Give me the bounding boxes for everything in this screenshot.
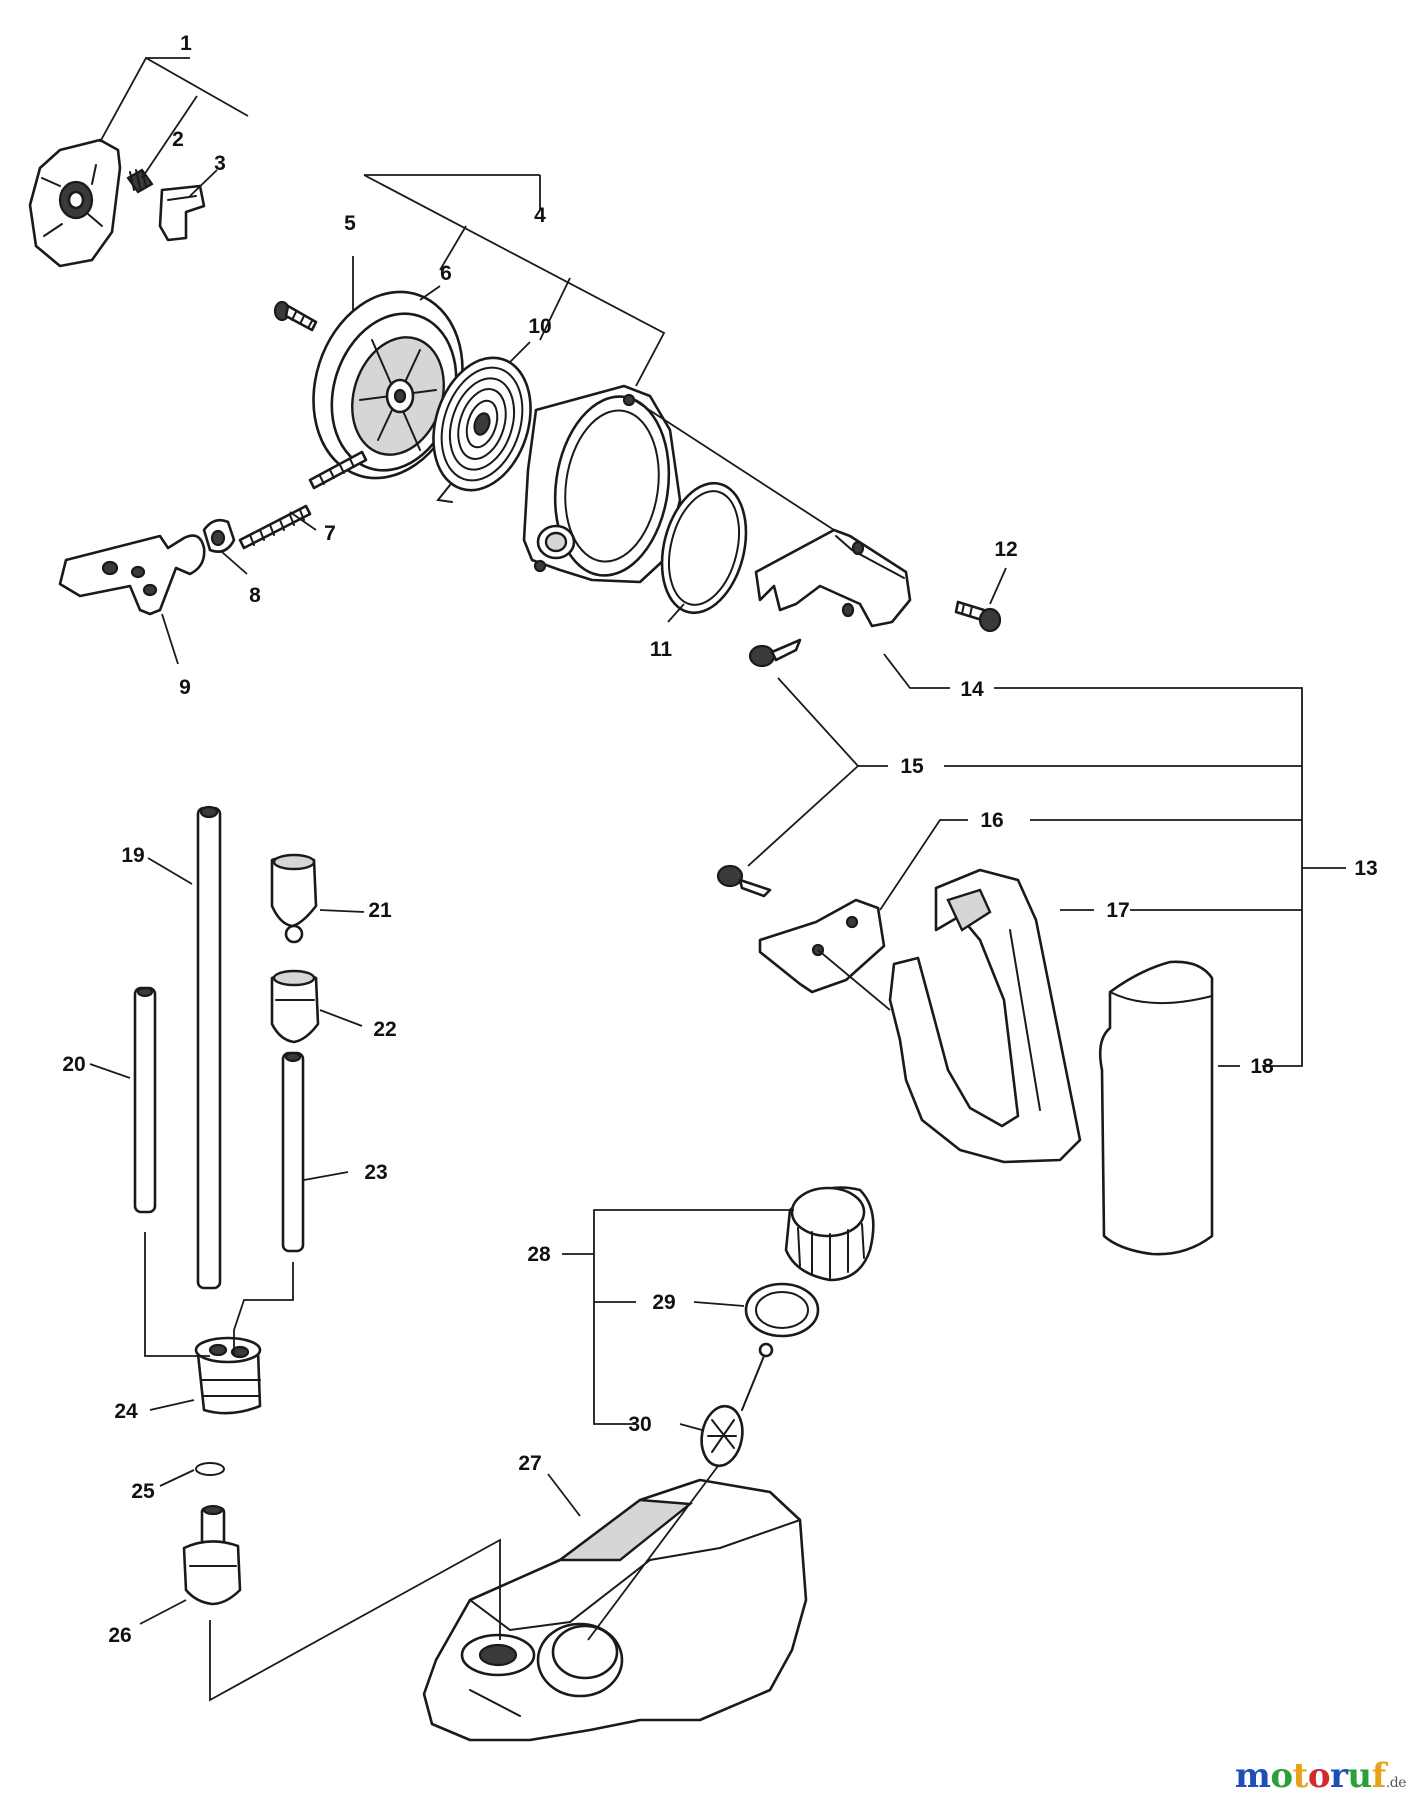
callout-2: 2 xyxy=(172,128,184,151)
callout-8: 8 xyxy=(249,584,261,607)
starter-rope xyxy=(238,450,368,550)
recoil-spring xyxy=(432,356,532,503)
starter-handle xyxy=(58,534,206,616)
front-handle xyxy=(888,868,1082,1164)
callout-17: 17 xyxy=(1106,899,1129,922)
tapping-screw xyxy=(716,864,772,898)
callout-29: 29 xyxy=(652,1291,675,1314)
callout-19: 19 xyxy=(121,844,144,867)
starter-case xyxy=(522,384,682,584)
callout-5: 5 xyxy=(344,212,356,235)
rope-guide xyxy=(202,518,236,553)
starter-pulley-hub xyxy=(28,138,122,268)
callout-12: 12 xyxy=(994,538,1017,561)
callout-23: 23 xyxy=(364,1161,387,1184)
callout-1: 1 xyxy=(180,32,192,55)
cap-gasket xyxy=(744,1282,820,1338)
callout-6: 6 xyxy=(440,262,452,285)
callout-28: 28 xyxy=(527,1243,551,1266)
callout-27: 27 xyxy=(518,1452,541,1475)
watermark-suffix: .de xyxy=(1385,1775,1407,1791)
watermark-logo: motoruf.de xyxy=(1235,1756,1407,1796)
bolt xyxy=(273,300,318,332)
fuel-pipe xyxy=(281,1051,305,1253)
check-valve xyxy=(270,853,318,944)
tapping-screw xyxy=(748,638,802,668)
handle-grip-sleeve xyxy=(1098,960,1214,1256)
callout-9: 9 xyxy=(179,676,191,699)
watermark-letter: m xyxy=(1234,1756,1271,1796)
callout-7: 7 xyxy=(324,522,336,545)
watermark-letter: u xyxy=(1347,1756,1372,1796)
callout-20: 20 xyxy=(62,1053,85,1076)
fuel-pipe xyxy=(196,805,222,1290)
callout-25: 25 xyxy=(131,1480,155,1503)
callout-30: 30 xyxy=(628,1413,651,1436)
callout-3: 3 xyxy=(214,152,226,175)
leader-lines xyxy=(89,56,1346,1702)
watermark-letter: t xyxy=(1292,1756,1309,1796)
callout-24: 24 xyxy=(114,1400,138,1423)
fuel-fitting xyxy=(182,1504,242,1606)
callout-18: 18 xyxy=(1250,1055,1274,1078)
watermark-letter: o xyxy=(1270,1756,1293,1796)
watermark-text: motoruf xyxy=(1235,1756,1386,1796)
callout-labels: 1 2 3 4 5 6 7 8 9 10 11 12 13 14 15 16 1… xyxy=(62,32,1377,1647)
callout-15: 15 xyxy=(900,755,924,778)
handle-plate xyxy=(758,898,886,994)
watermark-letter: o xyxy=(1307,1756,1331,1796)
callout-10: 10 xyxy=(528,315,551,338)
fuel-cap xyxy=(784,1186,875,1282)
grommet xyxy=(194,1336,262,1415)
callout-4: 4 xyxy=(534,204,546,227)
handle-bracket xyxy=(754,528,912,628)
watermark-letter: r xyxy=(1330,1756,1348,1796)
callout-11: 11 xyxy=(650,638,673,661)
fuel-filter xyxy=(270,969,320,1044)
callout-22: 22 xyxy=(373,1018,396,1041)
callout-21: 21 xyxy=(368,899,392,922)
callout-14: 14 xyxy=(960,678,984,701)
strainer xyxy=(700,1342,774,1468)
callout-26: 26 xyxy=(108,1624,131,1647)
fuel-pipe xyxy=(133,986,157,1214)
pawl-spring xyxy=(126,168,154,194)
fuel-tank xyxy=(422,1478,808,1742)
callout-13: 13 xyxy=(1354,857,1377,880)
bolt xyxy=(954,600,1002,633)
pawl xyxy=(158,184,206,242)
watermark-letter: f xyxy=(1371,1756,1387,1796)
callout-16: 16 xyxy=(980,809,1003,832)
o-ring xyxy=(660,481,748,615)
clip xyxy=(195,1462,225,1476)
